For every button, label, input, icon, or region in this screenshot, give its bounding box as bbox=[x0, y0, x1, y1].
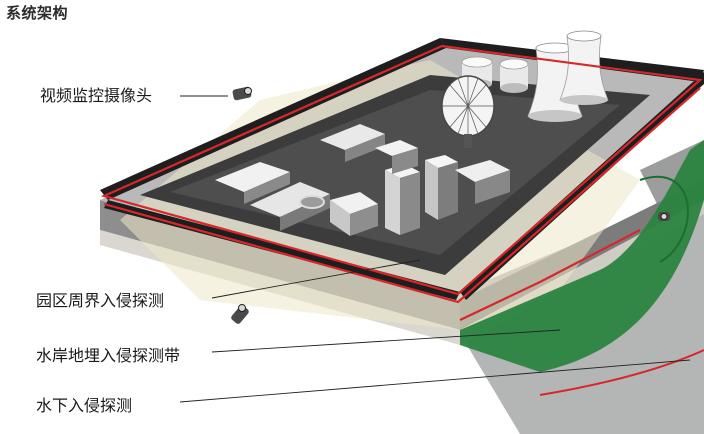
building-tower-e bbox=[425, 155, 458, 220]
perimeter-detection-line bbox=[100, 44, 703, 321]
diagram-title: 系统架构 bbox=[6, 4, 69, 22]
building-block-a bbox=[215, 162, 290, 204]
building-block-h bbox=[375, 140, 418, 174]
buildings bbox=[215, 124, 510, 236]
building-block-c bbox=[330, 192, 378, 236]
circular-plaza bbox=[299, 195, 325, 209]
camera-icon bbox=[231, 304, 249, 324]
camera-icon bbox=[658, 212, 670, 221]
building-tower-d bbox=[385, 164, 420, 235]
building-block-f bbox=[455, 160, 510, 204]
satellite-dish bbox=[441, 75, 495, 148]
building-block-g bbox=[320, 124, 385, 162]
shoreline-detection-band bbox=[539, 349, 704, 396]
label-underwater-detection: 水下入侵探测 bbox=[36, 396, 133, 415]
label-camera: 视频监控摄像头 bbox=[40, 86, 153, 105]
label-shoreline-detection: 水岸地埋入侵探测带 bbox=[36, 346, 181, 365]
cooling-towers bbox=[527, 30, 609, 122]
underwater-detection-zone bbox=[460, 140, 704, 372]
leader-lines bbox=[179, 95, 691, 403]
camera-icon bbox=[232, 86, 252, 101]
label-perimeter-detection: 园区周界入侵探测 bbox=[36, 291, 165, 310]
